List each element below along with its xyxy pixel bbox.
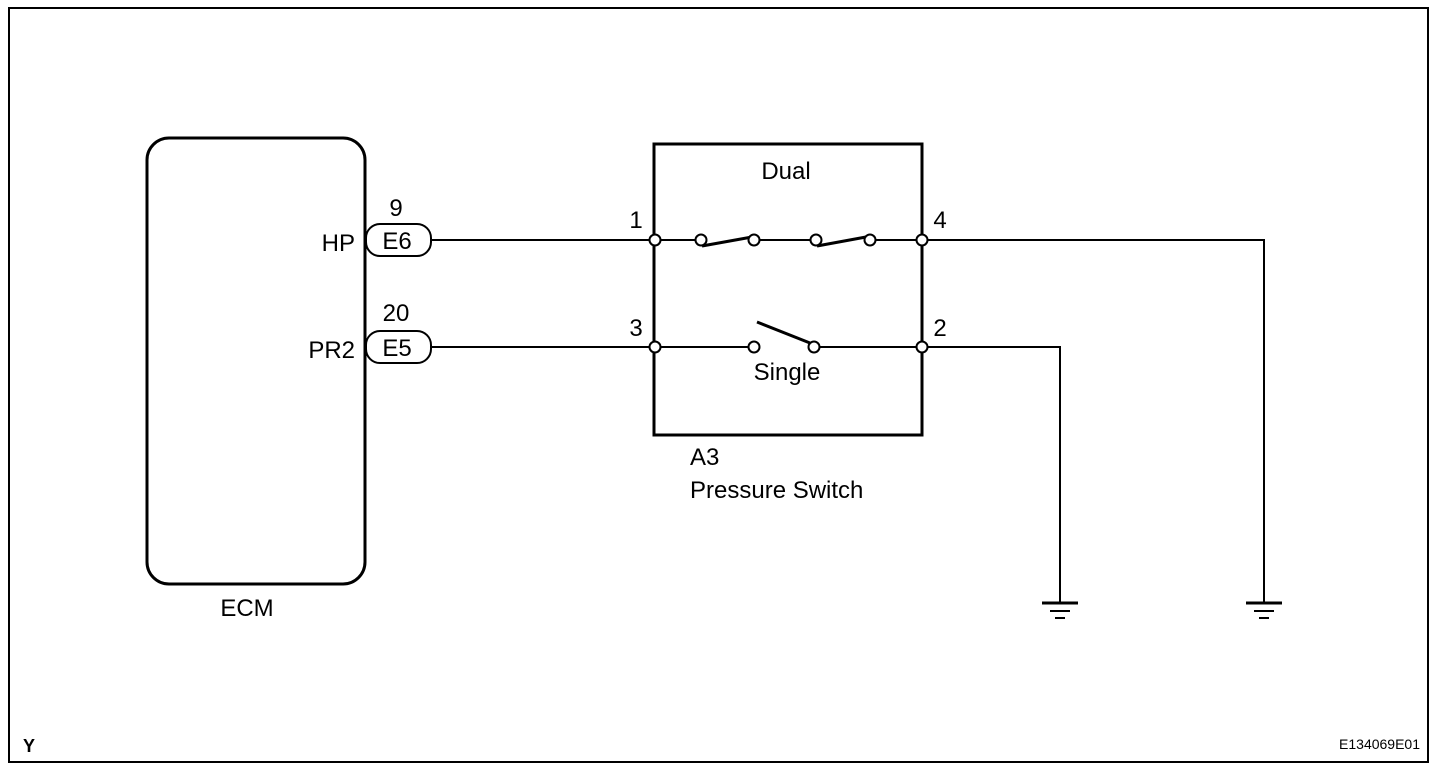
single-contact-2 <box>807 340 821 354</box>
ecm-pin-hp-number: 9 <box>389 195 402 222</box>
single-blade <box>756 320 811 345</box>
terminal-3 <box>648 340 662 354</box>
pressure-switch-box <box>652 142 924 437</box>
terminal-3-label: 3 <box>629 315 642 342</box>
dual-blade-1 <box>701 235 753 248</box>
terminal-2 <box>915 340 929 354</box>
figure-id: E134069E01 <box>1339 736 1420 752</box>
ecm-box <box>145 136 367 586</box>
terminal-1-label: 1 <box>629 207 642 234</box>
single-label: Single <box>754 359 821 386</box>
corner-mark: Y <box>23 736 35 756</box>
dual-contact-1 <box>694 233 708 247</box>
switch-code: A3 <box>690 444 719 471</box>
connector-e6-label: E6 <box>382 228 411 255</box>
ecm-pin-hp-label: HP <box>322 230 355 257</box>
dual-blade-2 <box>816 235 867 248</box>
single-contact-1 <box>747 340 761 354</box>
dual-contact-3 <box>809 233 823 247</box>
diagram-frame <box>8 7 1429 763</box>
terminal-4 <box>915 233 929 247</box>
terminal-1 <box>648 233 662 247</box>
ecm-label: ECM <box>220 595 273 622</box>
terminal-2-label: 2 <box>933 315 946 342</box>
ecm-pin-pr2-number: 20 <box>383 300 410 327</box>
dual-label: Dual <box>761 158 810 185</box>
switch-name: Pressure Switch <box>690 477 863 504</box>
dual-contact-2 <box>747 233 761 247</box>
wire-terminal-2-ground <box>928 346 1061 603</box>
connector-e5-label: E5 <box>382 335 411 362</box>
ground-icon <box>1246 601 1282 619</box>
ecm-pin-pr2-label: PR2 <box>308 337 355 364</box>
terminal-4-label: 4 <box>933 207 946 234</box>
ground-icon <box>1042 601 1078 619</box>
wire-terminal-4-ground <box>928 239 1265 603</box>
dual-contact-4 <box>863 233 877 247</box>
